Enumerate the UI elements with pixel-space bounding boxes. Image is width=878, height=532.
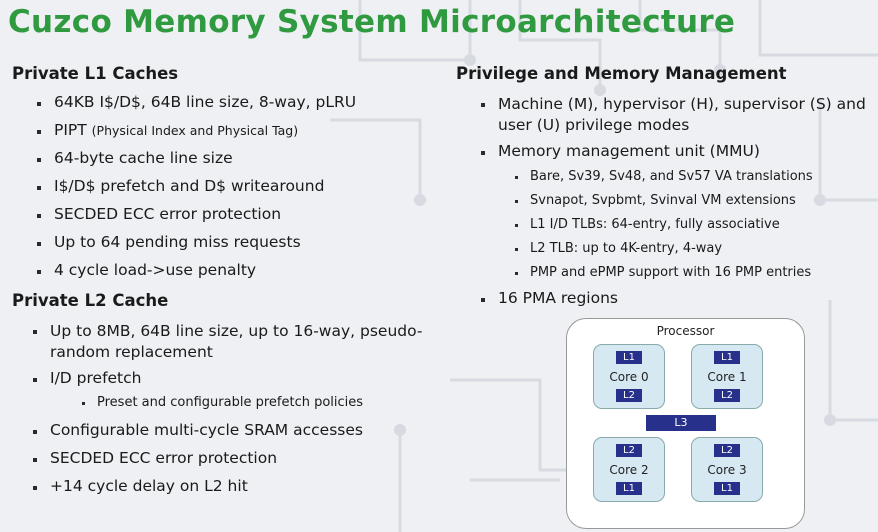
core-1-block: L1 Core 1 L2 (691, 344, 763, 409)
core-0-lower-cache: L2 (616, 389, 642, 402)
core-2-lower-cache: L1 (616, 482, 642, 495)
processor-label: Processor (656, 324, 715, 338)
list-item: PIPT (Physical Index and Physical Tag) (36, 121, 356, 149)
slide-title: Cuzco Memory System Microarchitecture (8, 4, 736, 40)
list-item: Configurable multi-cycle SRAM accesses (33, 421, 430, 449)
sub-list-item: L2 TLB: up to 4K-entry, 4-way (515, 241, 878, 265)
l2-cache-heading: Private L2 Cache (12, 291, 169, 310)
core-3-label: Core 3 (707, 463, 747, 477)
core-0-label: Core 0 (609, 370, 649, 384)
l1-caches-list: 64KB I$/D$, 64B line size, 8-way, pLRU P… (36, 93, 356, 289)
core-1-lower-cache: L2 (714, 389, 740, 402)
list-item: I$/D$ prefetch and D$ writearound (36, 177, 356, 205)
l3-cache: L3 (646, 415, 716, 431)
privilege-heading: Privilege and Memory Management (456, 64, 787, 83)
list-item: Memory management unit (MMU) (481, 142, 870, 169)
sub-list-item: PMP and ePMP support with 16 PMP entries (515, 265, 878, 289)
list-item: SECDED ECC error protection (33, 449, 430, 477)
core-3-upper-cache: L2 (714, 444, 740, 457)
l2-cache-list: Up to 8MB, 64B line size, up to 16-way, … (33, 321, 430, 505)
sub-list-item: Bare, Sv39, Sv48, and Sv57 VA translatio… (515, 169, 878, 193)
l1-caches-heading: Private L1 Caches (12, 64, 179, 83)
sub-list-item: Svnapot, Svpbmt, Svinval VM extensions (515, 193, 878, 217)
list-item: 4 cycle load->use penalty (36, 261, 356, 289)
core-2-block: L2 Core 2 L1 (593, 437, 665, 502)
list-item: Up to 8MB, 64B line size, up to 16-way, … (33, 321, 430, 369)
list-item: I/D prefetch (33, 369, 430, 395)
core-2-label: Core 2 (609, 463, 649, 477)
core-1-upper-cache: L1 (714, 351, 740, 364)
list-item: SECDED ECC error protection (36, 205, 356, 233)
list-item: +14 cycle delay on L2 hit (33, 477, 430, 505)
list-item: 64-byte cache line size (36, 149, 356, 177)
core-3-lower-cache: L1 (714, 482, 740, 495)
list-item: Up to 64 pending miss requests (36, 233, 356, 261)
processor-diagram: Processor L1 Core 0 L2 L1 Core 1 L2 L3 L… (566, 318, 805, 529)
privilege-list: Machine (M), hypervisor (H), supervisor … (481, 94, 870, 317)
core-1-label: Core 1 (707, 370, 747, 384)
list-item: Machine (M), hypervisor (H), supervisor … (481, 94, 870, 142)
core-0-upper-cache: L1 (616, 351, 642, 364)
core-0-block: L1 Core 0 L2 (593, 344, 665, 409)
sub-list-item: Preset and configurable prefetch policie… (82, 395, 477, 421)
list-item: 16 PMA regions (481, 289, 870, 317)
core-2-upper-cache: L2 (616, 444, 642, 457)
sub-list-item: L1 I/D TLBs: 64-entry, fully associative (515, 217, 878, 241)
list-item: 64KB I$/D$, 64B line size, 8-way, pLRU (36, 93, 356, 121)
pipt-note: (Physical Index and Physical Tag) (91, 123, 299, 138)
core-3-block: L2 Core 3 L1 (691, 437, 763, 502)
